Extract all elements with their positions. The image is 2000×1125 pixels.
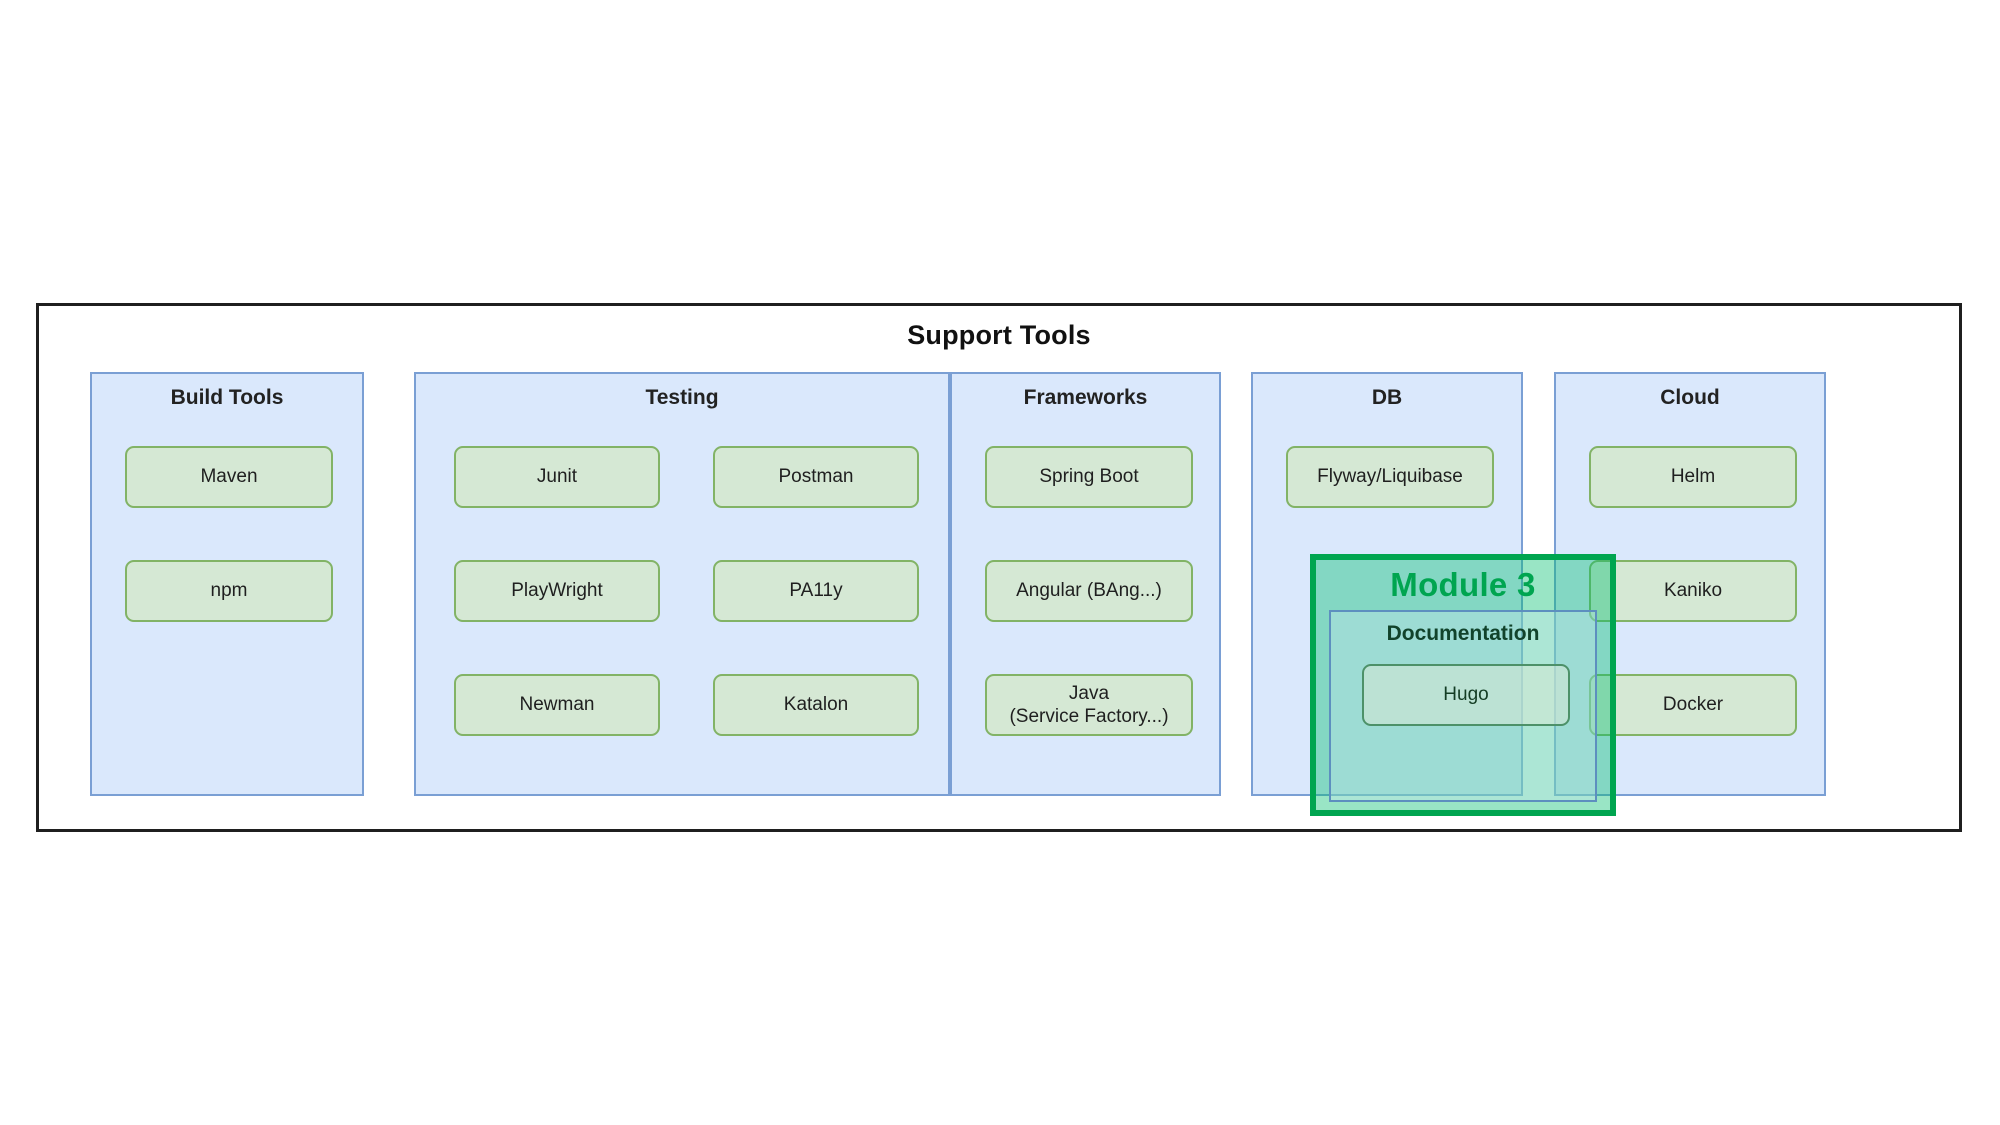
category-title-testing: Testing [645, 386, 719, 409]
category-title-build-tools: Build Tools [170, 386, 284, 409]
tool-node-postman[interactable]: Postman [713, 446, 919, 508]
support-tools-container: Support Tools Build Tools Maven npm Test… [36, 303, 1962, 832]
tool-node-hugo[interactable]: Hugo [1362, 664, 1570, 726]
category-title-cloud: Cloud [1660, 386, 1720, 409]
documentation-group-title: Documentation [1386, 622, 1540, 645]
support-tools-title: Support Tools [907, 320, 1091, 350]
category-column-build-tools[interactable]: Build Tools Maven npm [90, 372, 364, 796]
module-3-highlight-box[interactable]: Module 3 Documentation Hugo [1310, 554, 1616, 816]
tool-node-playwright[interactable]: PlayWright [454, 560, 660, 622]
tool-node-docker[interactable]: Docker [1589, 674, 1797, 736]
category-title-frameworks: Frameworks [1023, 386, 1148, 409]
module-3-label: Module 3 [1390, 566, 1536, 603]
tool-node-katalon[interactable]: Katalon [713, 674, 919, 736]
tool-node-junit[interactable]: Junit [454, 446, 660, 508]
tool-node-pa11y[interactable]: PA11y [713, 560, 919, 622]
category-column-testing[interactable]: Testing Junit PlayWright Newman Postman … [414, 372, 950, 796]
tool-node-flyway-liquibase[interactable]: Flyway/Liquibase [1286, 446, 1494, 508]
category-title-db: DB [1371, 386, 1403, 409]
tool-node-npm[interactable]: npm [125, 560, 333, 622]
category-column-cloud[interactable]: Cloud Helm Kaniko Docker [1554, 372, 1826, 796]
tool-node-angular[interactable]: Angular (BAng...) [985, 560, 1193, 622]
tool-node-newman[interactable]: Newman [454, 674, 660, 736]
tool-node-kaniko[interactable]: Kaniko [1589, 560, 1797, 622]
category-column-frameworks[interactable]: Frameworks Spring Boot Angular (BAng...)… [950, 372, 1221, 796]
tool-node-maven[interactable]: Maven [125, 446, 333, 508]
documentation-group[interactable]: Documentation Hugo [1329, 610, 1597, 802]
tool-node-helm[interactable]: Helm [1589, 446, 1797, 508]
tool-node-spring-boot[interactable]: Spring Boot [985, 446, 1193, 508]
tool-node-java-service-factory[interactable]: Java (Service Factory...) [985, 674, 1193, 736]
